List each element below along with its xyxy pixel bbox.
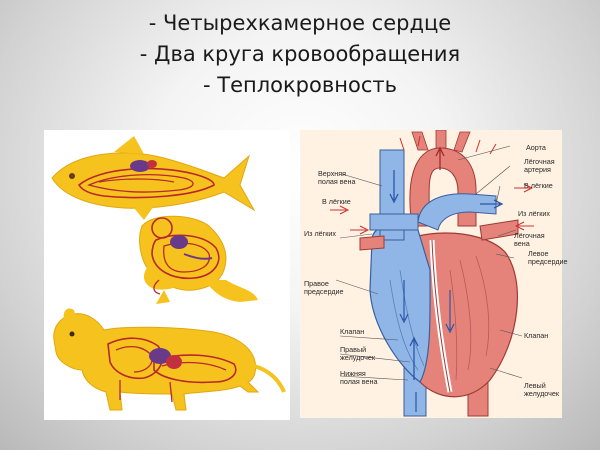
label-right-ventricle: Правый желудочек	[340, 345, 376, 362]
fish-figure	[51, 136, 256, 220]
label-from-lungs-left: Из лёгких	[304, 229, 337, 238]
slide-title: - Четырехкамерное сердце - Два круга кро…	[0, 8, 600, 101]
label-pulmonary-artery: Лёгочная артерия	[524, 157, 555, 174]
frog-figure	[139, 215, 258, 304]
label-superior-vena-cava: Верхняя полая вена	[318, 169, 356, 186]
animal-circulation-illustration	[44, 130, 290, 420]
title-line-circulation: - Два круга кровообращения	[139, 42, 461, 66]
label-to-lungs-right: В лёгкие	[524, 181, 553, 190]
label-right-atrium: Правое предсердие	[304, 279, 344, 296]
label-pulmonary-vein: Лёгочная вена	[514, 231, 545, 248]
label-left-ventricle: Левый желудочек	[524, 381, 560, 398]
label-inferior-vena-cava: Нижняя полая вена	[340, 369, 378, 386]
title-line-warmblooded: - Теплокровность	[203, 73, 397, 97]
label-to-lungs-left: В лёгкие	[322, 197, 351, 206]
label-left-atrium: Левое предсердие	[528, 249, 568, 266]
label-aorta: Аорта	[526, 143, 546, 152]
label-valve-left: Клапан	[340, 327, 365, 336]
label-valve-right: Клапан	[524, 331, 549, 340]
title-line-heart: - Четырехкамерное сердце	[148, 11, 452, 35]
label-from-lungs-right: Из лёгких	[518, 209, 551, 218]
heart-anatomy-diagram: Аорта Лёгочная артерия В лёгкие Верхняя …	[300, 130, 568, 418]
dog-figure	[53, 308, 286, 411]
